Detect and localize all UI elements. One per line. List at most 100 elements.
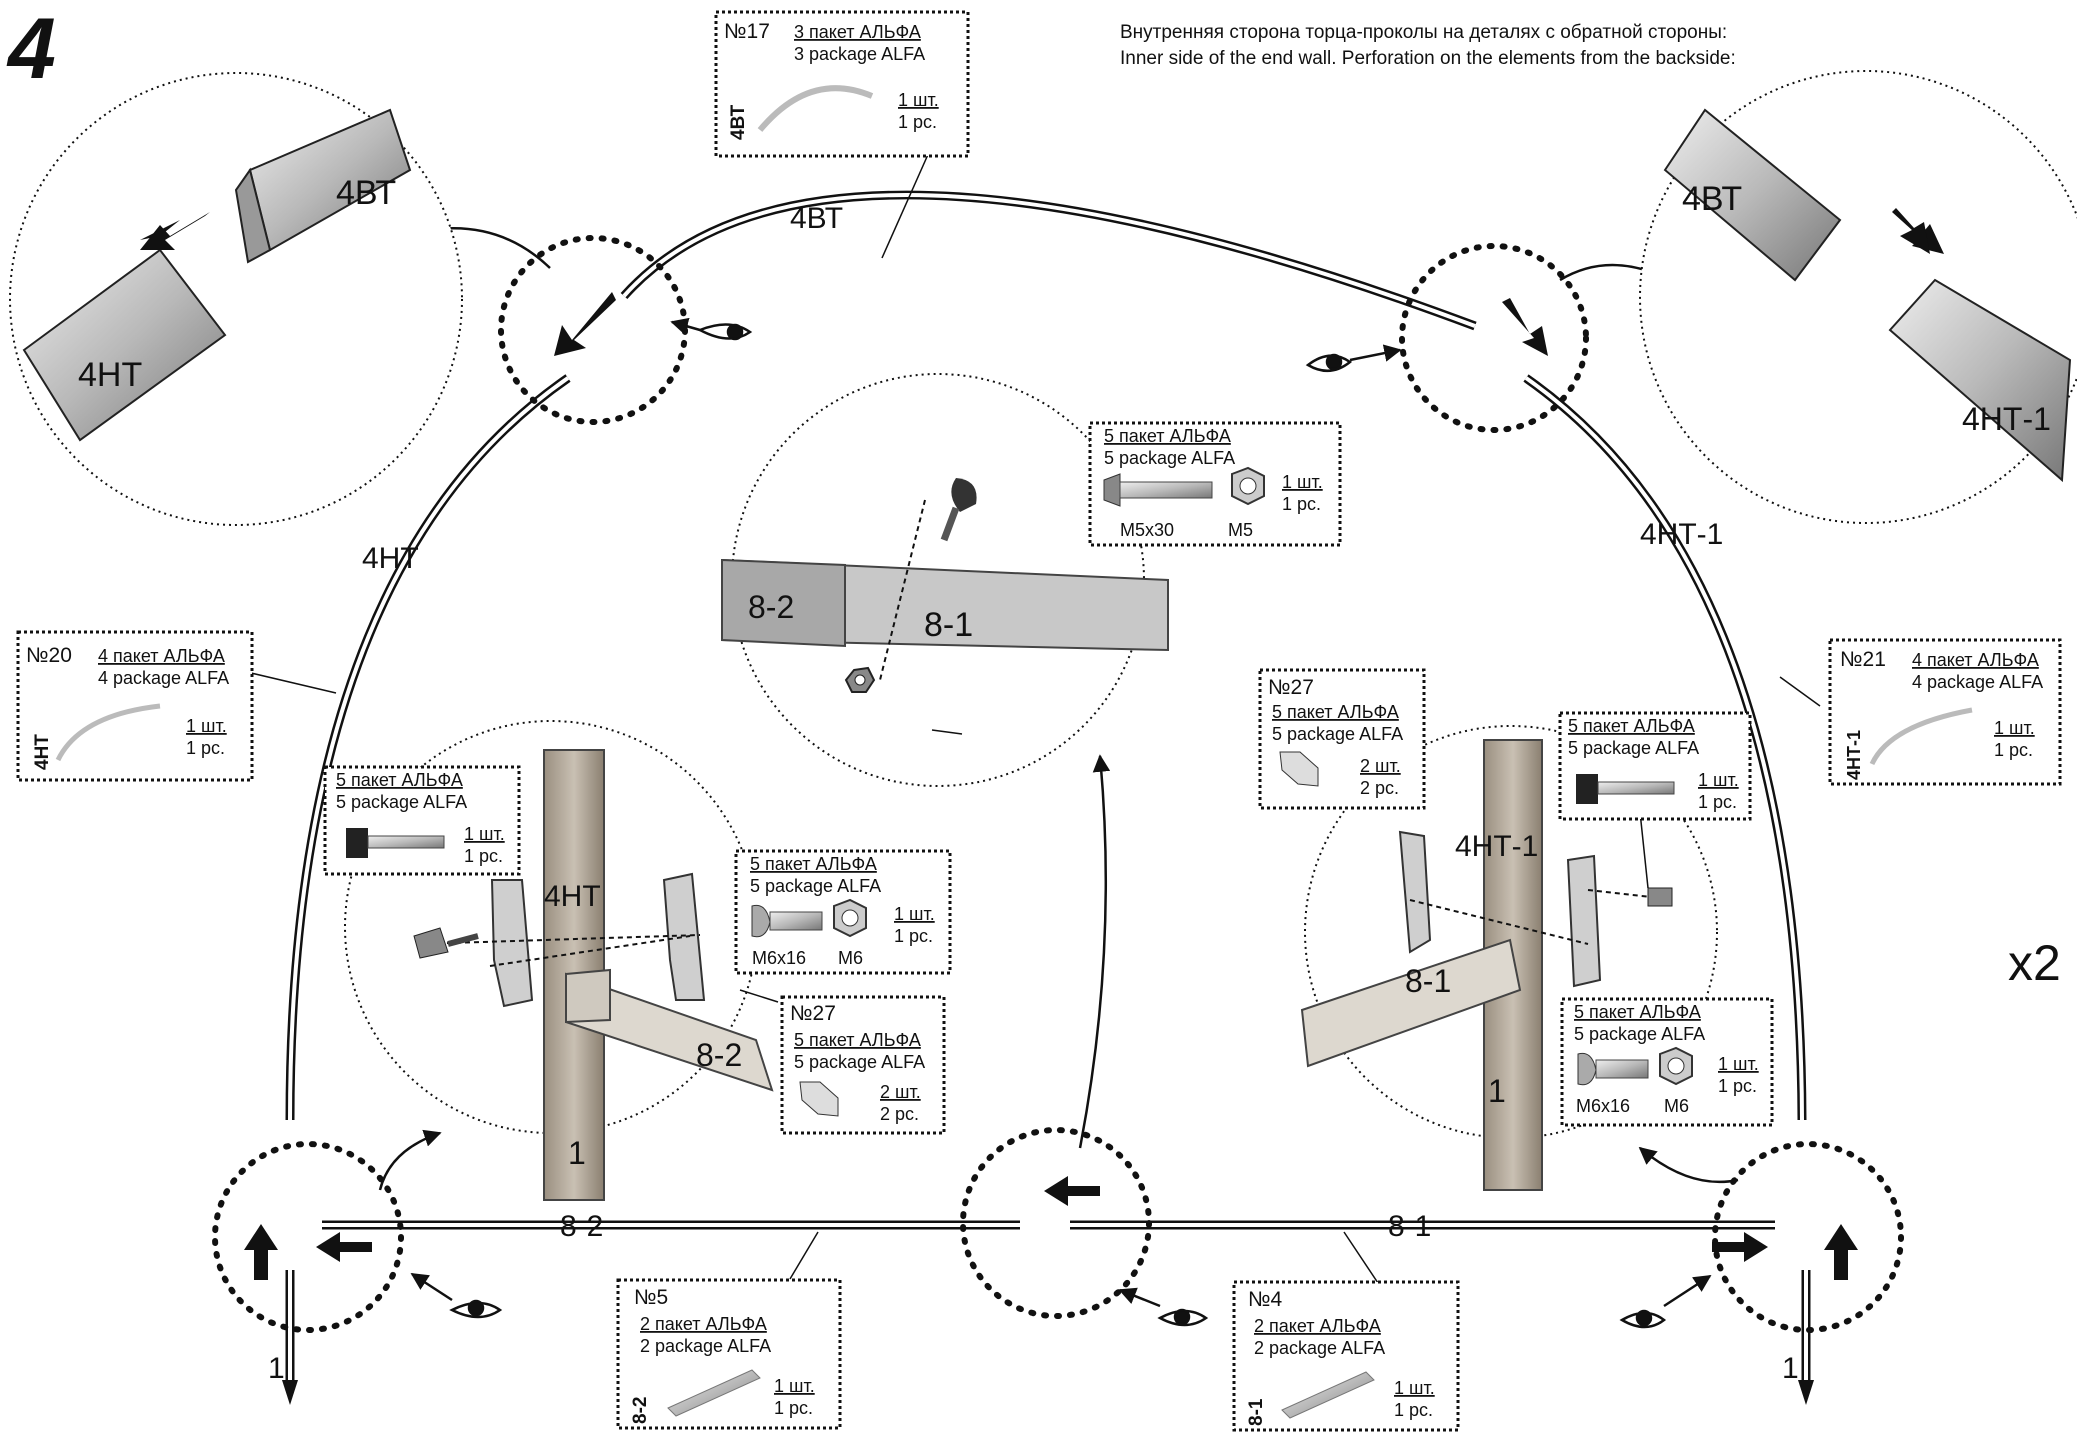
joint-circle-bottom-right bbox=[1712, 1141, 1904, 1333]
hardware-box-m6-left: 5 пакет АЛЬФА 5 package ALFA 1 шт. 1 pc.… bbox=[734, 849, 952, 975]
hw-bracket-right-qty-ru: 2 шт. bbox=[1360, 756, 1401, 776]
hw-bracket-left-pkg-en: 5 package ALFA bbox=[794, 1052, 925, 1072]
part-5-pkg-en: 2 package ALFA bbox=[640, 1336, 771, 1356]
hw-m5-nut: M5 bbox=[1228, 520, 1253, 540]
hw-m6-left-pkg-en: 5 package ALFA bbox=[750, 876, 881, 896]
hw-m6-left-qty-ru: 1 шт. bbox=[894, 904, 935, 924]
hw-bracket-right-pkg-en: 5 package ALFA bbox=[1272, 724, 1403, 744]
part-20-qty-en: 1 pc. bbox=[186, 738, 225, 758]
label-arch-left: 4НТ bbox=[362, 542, 419, 575]
part-box-20: №20 4 пакет АЛЬФА 4 package ALFA 4НТ 1 ш… bbox=[16, 630, 254, 782]
hw-bracket-left-qty-ru: 2 шт. bbox=[880, 1082, 921, 1102]
part-5-pkg-ru: 2 пакет АЛЬФА bbox=[640, 1314, 767, 1334]
zoom-lr-label-8-1: 8-1 bbox=[1405, 963, 1451, 999]
part-21-qty-ru: 1 шт. bbox=[1994, 718, 2035, 738]
eye-icon-bottom-center bbox=[1118, 1287, 1209, 1327]
part-box-5: №5 2 пакет АЛЬФА 2 package ALFA 8-2 1 шт… bbox=[616, 1278, 842, 1430]
joint-circle-top-right bbox=[1399, 243, 1589, 433]
part-17-pkg-ru: 3 пакет АЛЬФА bbox=[794, 22, 921, 42]
part-20-pkg-en: 4 package ALFA bbox=[98, 668, 229, 688]
part-21-side: 4НТ-1 bbox=[1844, 730, 1864, 780]
part-20-pkg-ru: 4 пакет АЛЬФА bbox=[98, 646, 225, 666]
instruction-ru: Внутренняя сторона торца-проколы на дета… bbox=[1120, 22, 1727, 43]
zoom-tr-label-4nt1: 4НТ-1 bbox=[1962, 401, 2051, 437]
hw-m6-left-pkg-ru: 5 пакет АЛЬФА bbox=[750, 854, 877, 874]
hardware-box-screw-right: 5 пакет АЛЬФА 5 package ALFA 1 шт. 1 pc. bbox=[1558, 711, 1752, 821]
arrow-bl-up bbox=[244, 1224, 278, 1280]
step-number: 4 bbox=[6, 1, 56, 97]
zoom-top-left: 4ВТ 4НТ bbox=[9, 72, 463, 526]
hw-m5-qty-ru: 1 шт. bbox=[1282, 472, 1323, 492]
hw-screw-right-pkg-ru: 5 пакет АЛЬФА bbox=[1568, 716, 1695, 736]
label-base-right: 8-1 bbox=[1388, 1210, 1431, 1243]
part-20-qty-ru: 1 шт. bbox=[186, 716, 227, 736]
part-4-qty-ru: 1 шт. bbox=[1394, 1378, 1435, 1398]
part-20-number: №20 bbox=[26, 644, 72, 667]
part-21-pkg-ru: 4 пакет АЛЬФА bbox=[1912, 650, 2039, 670]
hardware-box-m6-right: 5 пакет АЛЬФА 5 package ALFA 1 шт. 1 pc.… bbox=[1560, 997, 1774, 1127]
multiplier-label: x2 bbox=[2008, 935, 2061, 991]
hardware-box-bracket-right: №27 5 пакет АЛЬФА 5 package ALFA 2 шт. 2… bbox=[1258, 668, 1426, 810]
part-box-4: №4 2 пакет АЛЬФА 2 package ALFA 8-1 1 шт… bbox=[1232, 1280, 1460, 1432]
hw-m5-pkg-en: 5 package ALFA bbox=[1104, 448, 1235, 468]
zoom-center: 8-2 8-1 bbox=[721, 373, 1169, 787]
zoom-lr-label-1: 1 bbox=[1488, 1073, 1506, 1109]
label-arch-top: 4ВТ bbox=[790, 202, 843, 235]
part-17-side: 4ВТ bbox=[728, 104, 749, 140]
instruction-en: Inner side of the end wall. Perforation … bbox=[1120, 48, 1736, 69]
hw-m5-qty-en: 1 pc. bbox=[1282, 494, 1321, 514]
part-21-number: №21 bbox=[1840, 648, 1886, 671]
joint-circle-top-left bbox=[498, 235, 688, 425]
label-post-left: 1 bbox=[268, 1352, 285, 1385]
hw-bracket-right-num: №27 bbox=[1268, 676, 1314, 699]
hw-screw-left-qty-en: 1 pc. bbox=[464, 846, 503, 866]
part-4-pkg-en: 2 package ALFA bbox=[1254, 1338, 1385, 1358]
zoom-center-label-8-2: 8-2 bbox=[748, 589, 794, 625]
eye-icon-top-right bbox=[1305, 344, 1402, 372]
arrow-br-up bbox=[1824, 1224, 1858, 1280]
part-4-qty-en: 1 pc. bbox=[1394, 1400, 1433, 1420]
hw-m6-left-qty-en: 1 pc. bbox=[894, 926, 933, 946]
zoom-center-label-8-1: 8-1 bbox=[924, 606, 973, 644]
hw-screw-right-pkg-en: 5 package ALFA bbox=[1568, 738, 1699, 758]
zoom-ll-label-4nt: 4НТ bbox=[544, 880, 601, 913]
hw-m5-bolt: M5x30 bbox=[1120, 520, 1174, 540]
part-4-side: 8-1 bbox=[1246, 1398, 1267, 1426]
hardware-box-bracket-left: №27 5 пакет АЛЬФА 5 package ALFA 2 шт. 2… bbox=[780, 995, 946, 1135]
arch-frame bbox=[285, 190, 1811, 1380]
part-box-17: №17 3 пакет АЛЬФА 3 package ALFA 4ВТ 1 ш… bbox=[714, 10, 970, 158]
eye-icon-bottom-right bbox=[1619, 1274, 1712, 1329]
hw-m6-right-qty-ru: 1 шт. bbox=[1718, 1054, 1759, 1074]
label-base-left: 8-2 bbox=[560, 1210, 603, 1243]
part-5-qty-en: 1 pc. bbox=[774, 1398, 813, 1418]
hw-screw-right-qty-en: 1 pc. bbox=[1698, 792, 1737, 812]
part-5-side: 8-2 bbox=[630, 1397, 651, 1424]
hw-screw-left-qty-ru: 1 шт. bbox=[464, 824, 505, 844]
hw-bracket-left-num: №27 bbox=[790, 1002, 836, 1025]
part-4-number: №4 bbox=[1248, 1288, 1283, 1311]
hw-m6-left-bolt: M6x16 bbox=[752, 948, 806, 968]
hw-m6-right-pkg-en: 5 package ALFA bbox=[1574, 1024, 1705, 1044]
hw-bracket-left-pkg-ru: 5 пакет АЛЬФА bbox=[794, 1030, 921, 1050]
zoom-ll-label-1: 1 bbox=[568, 1135, 586, 1171]
arrow-br-right bbox=[1712, 1232, 1768, 1262]
arrow-top-left bbox=[554, 292, 616, 356]
hw-bracket-right-pkg-ru: 5 пакет АЛЬФА bbox=[1272, 702, 1399, 722]
hw-m6-right-qty-en: 1 pc. bbox=[1718, 1076, 1757, 1096]
part-5-qty-ru: 1 шт. bbox=[774, 1376, 815, 1396]
hw-m6-right-pkg-ru: 5 пакет АЛЬФА bbox=[1574, 1002, 1701, 1022]
hw-m6-right-bolt: M6x16 bbox=[1576, 1096, 1630, 1116]
zoom-tr-label-4vt: 4ВТ bbox=[1682, 180, 1742, 218]
part-21-pkg-en: 4 package ALFA bbox=[1912, 672, 2043, 692]
part-20-side: 4НТ bbox=[32, 734, 53, 770]
part-4-pkg-ru: 2 пакет АЛЬФА bbox=[1254, 1316, 1381, 1336]
hw-m5-pkg-ru: 5 пакет АЛЬФА bbox=[1104, 426, 1231, 446]
part-box-21: №21 4 пакет АЛЬФА 4 package ALFA 4НТ-1 1… bbox=[1828, 638, 2062, 786]
hw-bracket-right-qty-en: 2 pc. bbox=[1360, 778, 1399, 798]
hw-m6-left-nut: M6 bbox=[838, 948, 863, 968]
hw-screw-left-pkg-ru: 5 пакет АЛЬФА bbox=[336, 770, 463, 790]
part-17-qty-en: 1 pc. bbox=[898, 112, 937, 132]
hardware-box-m5: 5 пакет АЛЬФА 5 package ALFA 1 шт. 1 pc.… bbox=[1088, 421, 1342, 547]
zoom-lr-label-4nt1: 4НТ-1 bbox=[1455, 830, 1538, 863]
